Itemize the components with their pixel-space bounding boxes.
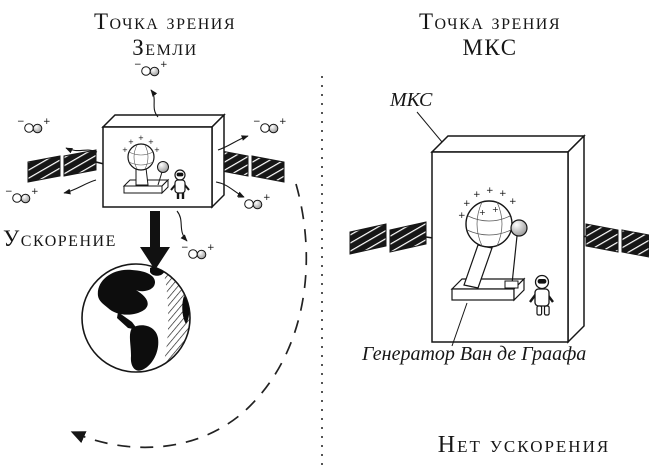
charge-plus: + [128,138,134,146]
astronaut-visor [176,172,184,177]
astronaut-leg [543,305,550,316]
escape-arrow-icon [63,179,97,195]
molecule-icon: − + [5,187,39,204]
sphere-grid [128,144,154,170]
small-sphere-rod [157,171,163,186]
charge-plus: + [492,205,499,214]
astronaut-visor [537,279,547,284]
minus-sign: − [5,187,13,197]
earth-view-title-line1: Точка зрения [94,9,236,34]
astronaut-icon [170,169,190,199]
solar-panel-icon [27,155,61,183]
no-acceleration-label: Нет ускорения [438,432,610,458]
solar-panel-icon [621,229,649,258]
generator-base-front [451,288,515,301]
molecule-icon: − + [253,117,287,134]
generator-callout-line [451,302,468,347]
small-sphere-rod [511,235,518,285]
escape-arrow-icon [176,210,188,242]
minus-sign: − [181,243,189,253]
escape-arrow-icon [150,89,159,118]
generator-sphere [465,200,513,248]
discharge-footing [504,280,519,289]
solar-panel-icon [251,155,285,183]
solar-panel-icon [349,223,387,255]
astronaut-leg [536,305,543,316]
charge-plus: + [463,199,471,209]
generator-base-side [513,277,525,302]
acceleration-arrow-icon [140,211,170,270]
capsule-side-face [211,113,225,209]
plus-sign: + [160,60,168,70]
charge-plus: + [509,197,517,207]
astronaut-body [534,288,550,307]
iss-view-title-line2: МКС [462,35,517,60]
capsule-side-face [567,134,585,344]
solar-panel-icon [63,149,97,177]
solar-panel-icon [585,223,619,253]
capsule-left [27,113,285,209]
astronaut-icon [529,274,554,316]
continent-africa-edge [182,296,190,324]
earth-shading [163,271,190,365]
capsule-top-face [101,114,226,128]
molecule-icon: − + [17,117,51,134]
molecule-icon: − + [181,243,215,260]
charge-plus: + [458,211,466,221]
van-de-graaff-generator-icon: + + + + + [122,134,170,195]
generator-callout-label: Генератор Ван де Граафа [361,343,586,365]
molecule-icon: − + [237,193,271,210]
van-de-graaff-generator-icon: + + + + + + + + [450,186,528,302]
molecule-icon: − + [134,60,168,77]
charge-plus: + [154,146,160,154]
minus-sign: − [237,193,245,203]
charge-plus: + [473,190,481,200]
minus-sign: − [17,117,25,127]
charge-plus: + [486,186,494,196]
continent-north-america [97,269,156,315]
generator-base-side [161,178,169,195]
charge-plus: + [148,138,154,146]
earth-globe [81,263,191,373]
iss-callout-label: МКС [389,89,433,111]
orbit-path [70,183,308,449]
discharge-sphere [157,161,169,173]
charge-plus: + [138,134,144,142]
continent-south-america [129,325,159,371]
minus-sign: − [134,60,142,70]
plus-sign: + [263,193,271,203]
escape-arrows [63,89,249,242]
solar-panel-icon [389,221,427,253]
escape-arrow-icon [215,181,245,198]
discharge-sphere [510,219,528,237]
escape-arrow-icon [217,135,249,151]
generator-sphere [127,143,155,171]
charge-plus: + [499,189,507,199]
charge-plus: + [122,146,128,154]
plus-sign: + [31,187,39,197]
charge-plus: + [479,208,486,217]
generator-base-front [123,185,163,194]
astronaut-body [174,179,186,194]
iss-view-title-line1: Точка зрения [419,9,561,34]
earth-view-panel: Точка зрения Земли [3,9,308,449]
sphere-grid [466,201,512,247]
continent-greenland [150,265,165,276]
plus-sign: + [43,117,51,127]
capsule-top-face [430,135,586,153]
plus-sign: + [279,117,287,127]
iss-view-panel: Точка зрения МКС МКС [349,9,649,458]
escape-arrow-icon [65,147,98,154]
plus-sign: + [207,243,215,253]
earth-view-title-line2: Земли [132,35,197,60]
minus-sign: − [253,117,261,127]
acceleration-label: Ускорение [3,226,117,251]
continent-central-america [117,312,138,330]
